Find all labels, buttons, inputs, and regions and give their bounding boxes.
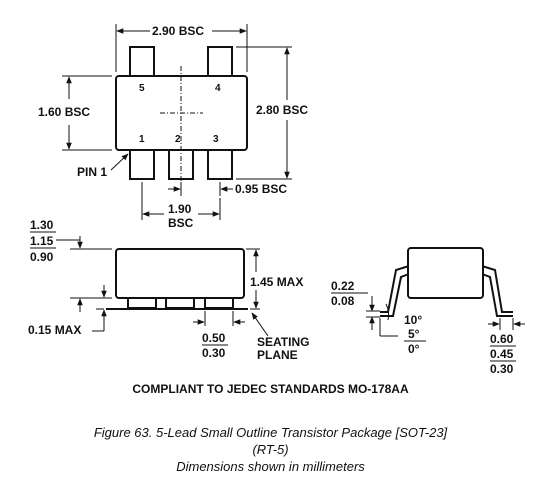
pin-number-2: 2 — [175, 134, 181, 145]
lead-width-max: 0.50 — [202, 331, 226, 345]
angle-min: 0° — [408, 342, 420, 356]
angle-nom: 5° — [408, 327, 420, 341]
outer-pitch-label-value: 1.90 — [168, 202, 192, 216]
figure-caption-units: Dimensions shown in millimeters — [176, 459, 365, 474]
pin-number-3: 3 — [213, 134, 219, 145]
compliance-note: COMPLIANT TO JEDEC STANDARDS MO-178AA — [132, 382, 409, 396]
end-body — [407, 247, 484, 299]
pin1-label: PIN 1 — [77, 165, 107, 179]
height-max: 1.30 — [30, 218, 54, 232]
thickness-max: 0.22 — [331, 279, 355, 293]
body-height-label: 1.60 BSC — [38, 105, 90, 119]
lead-1 — [129, 148, 155, 180]
height-min: 0.90 — [30, 250, 54, 264]
foot-max: 0.60 — [490, 332, 514, 346]
end-lead-left — [380, 265, 410, 317]
lead-4 — [207, 46, 233, 78]
pin-number-1: 1 — [139, 134, 145, 145]
end-view: 0.22 0.08 10° 5° 0° 0.60 0.45 0.30 — [331, 247, 525, 376]
pitch-label: 0.95 BSC — [235, 182, 287, 196]
pin-number-5: 5 — [139, 83, 145, 94]
pin-number-4: 4 — [215, 83, 221, 94]
seating-plane-label-1: SEATING — [257, 335, 309, 349]
lead-5 — [129, 46, 155, 78]
lead-width-min: 0.30 — [202, 346, 226, 360]
lead-3 — [207, 148, 233, 180]
thickness-min: 0.08 — [331, 294, 355, 308]
height-nom: 1.15 — [30, 234, 54, 248]
figure-caption-package-code: (RT-5) — [252, 442, 289, 457]
foot-nom: 0.45 — [490, 347, 514, 361]
width-dimension-label: 2.90 BSC — [152, 24, 204, 38]
figure-caption-title: Figure 63. 5-Lead Small Outline Transist… — [93, 425, 448, 440]
side-body — [115, 248, 245, 299]
lead-span-label: 2.80 BSC — [256, 103, 308, 117]
outer-pitch-label-bsc: BSC — [168, 216, 194, 230]
angle-max: 10° — [404, 313, 422, 327]
standoff-label: 0.15 MAX — [28, 323, 81, 337]
seating-plane-label-2: PLANE — [257, 348, 298, 362]
top-view: 5 4 1 2 3 2.90 BSC 1.60 BSC 2.80 BSC PIN… — [38, 24, 308, 230]
end-lead-right — [481, 265, 513, 317]
max-height-label: 1.45 MAX — [250, 275, 303, 289]
foot-min: 0.30 — [490, 362, 514, 376]
side-view: 1.30 1.15 0.90 1.45 MAX 0.15 MAX 0.50 0.… — [28, 218, 309, 362]
